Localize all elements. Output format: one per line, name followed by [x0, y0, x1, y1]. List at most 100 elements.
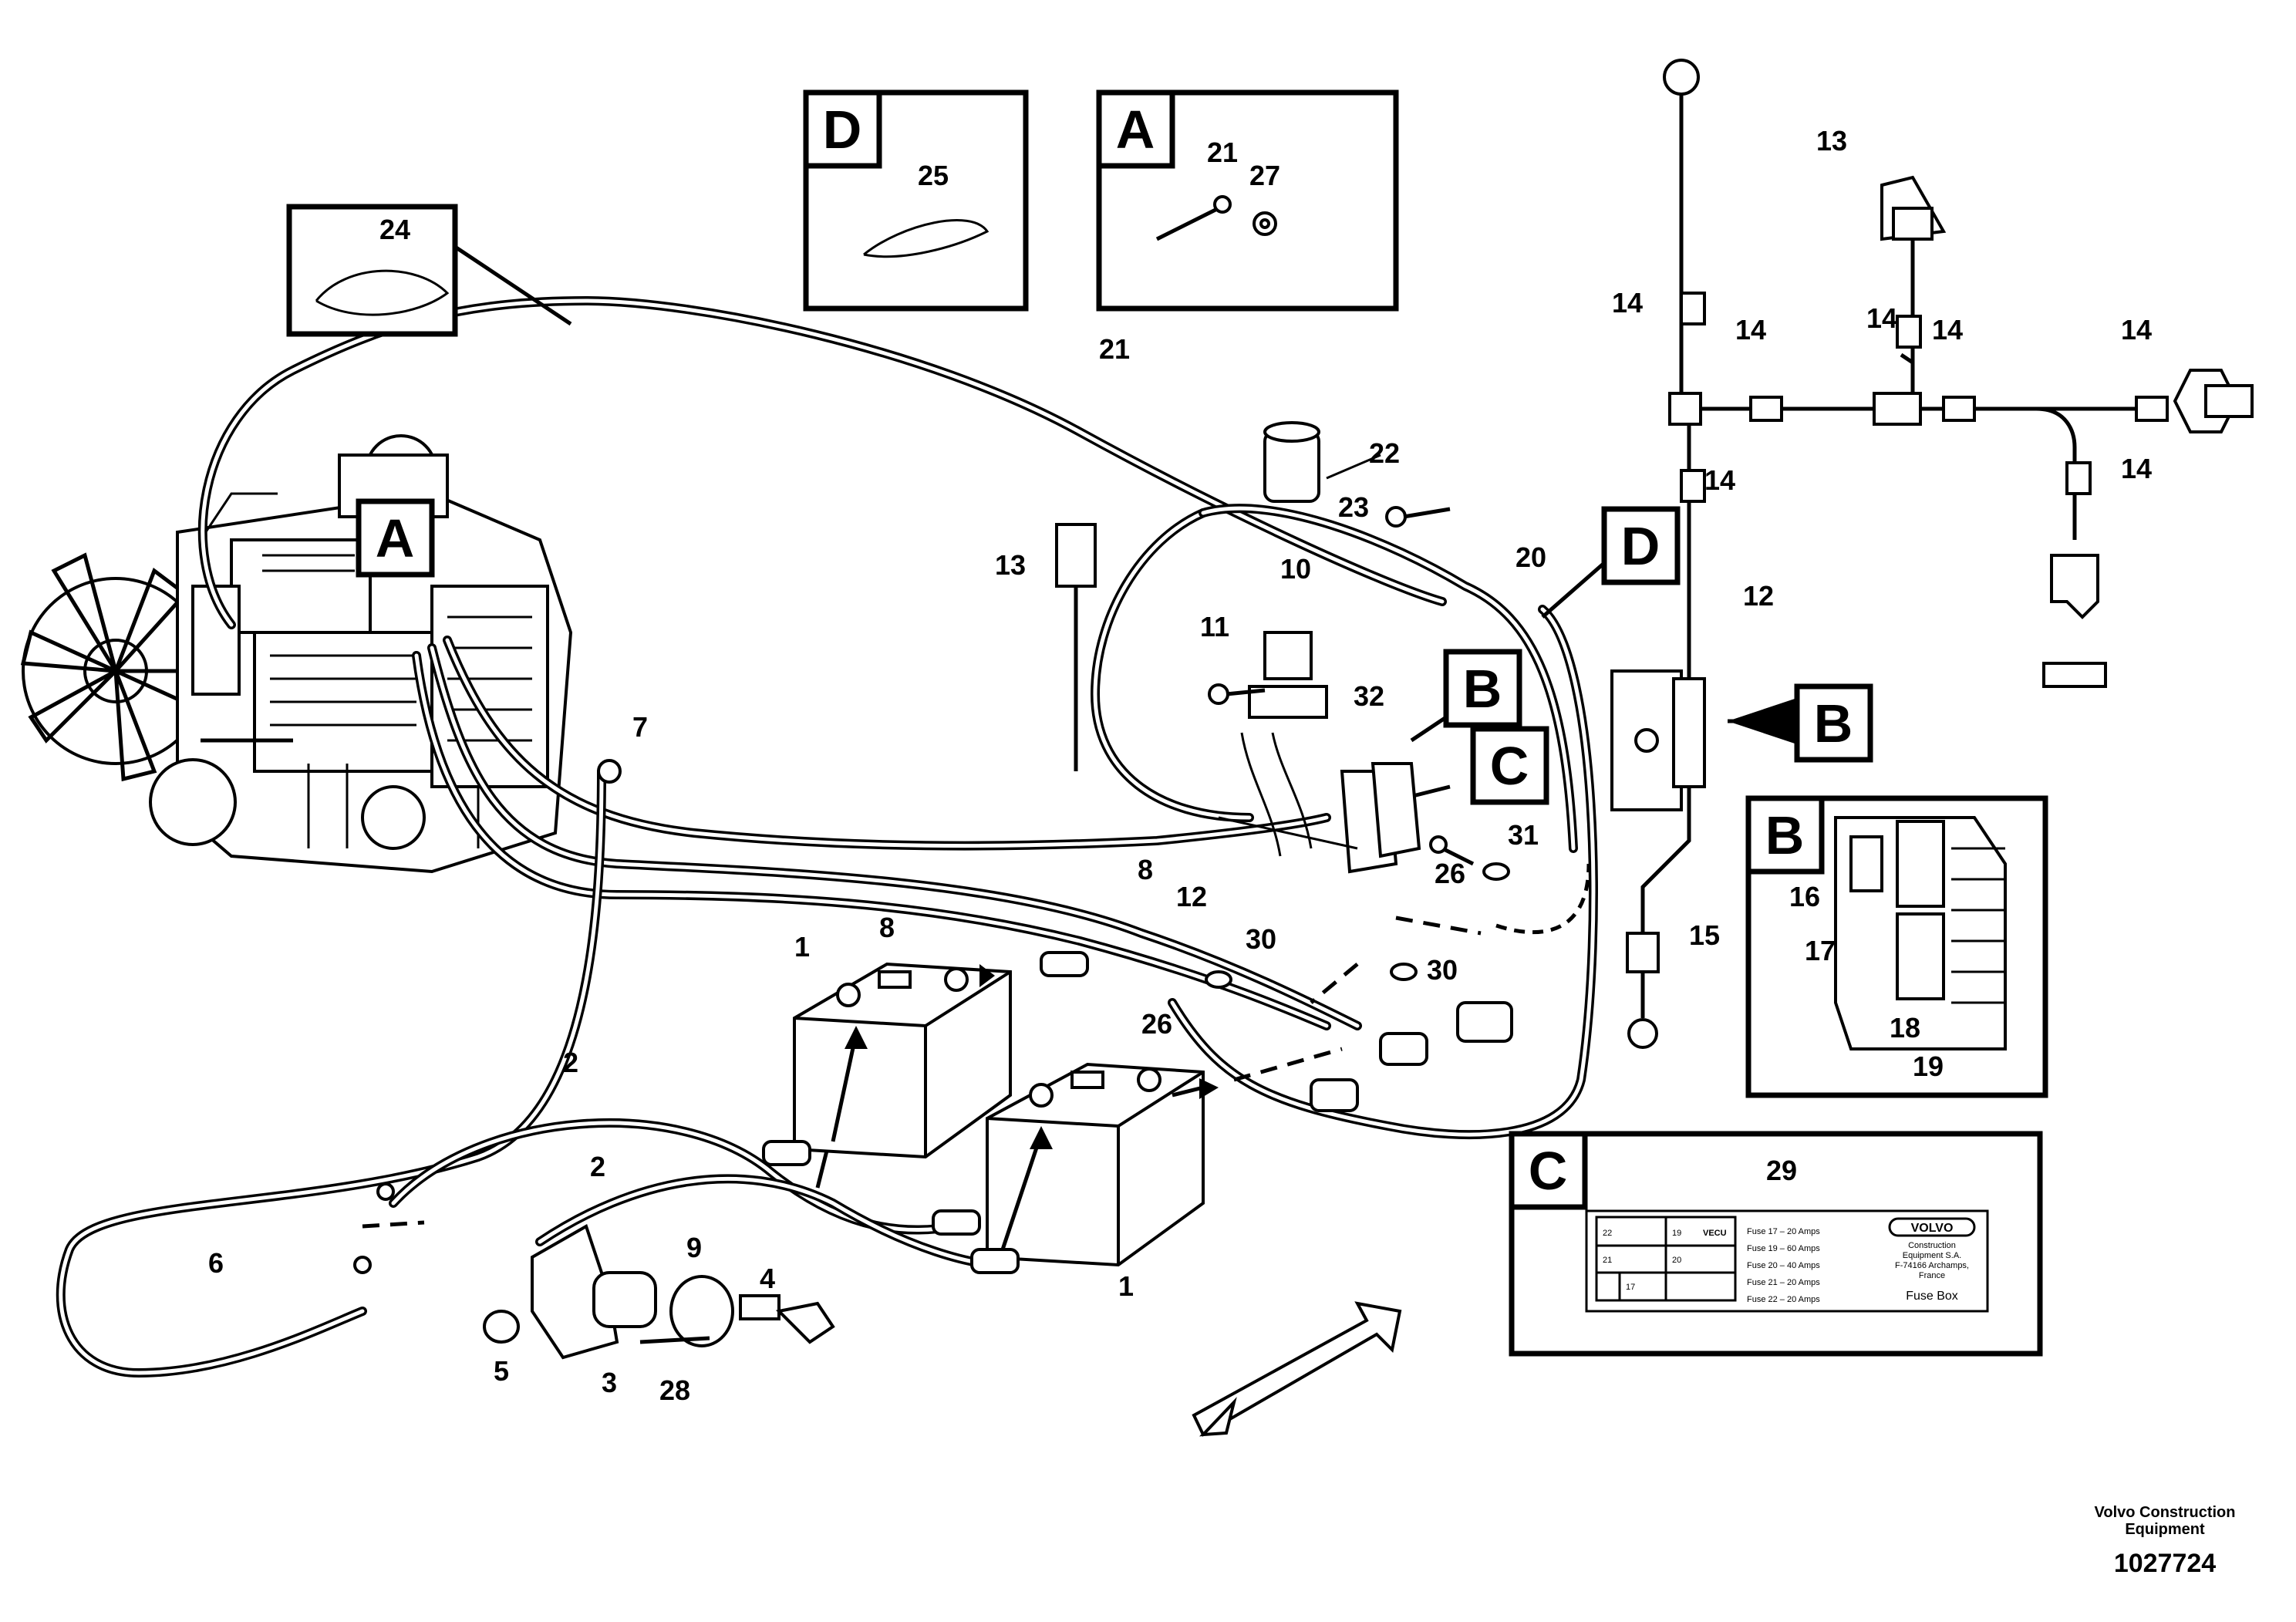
schematic-right: [1610, 59, 2254, 1049]
callout-20: 20: [1515, 541, 1546, 573]
detail-letter-c-harness: C: [1490, 736, 1529, 796]
screw-11: [1208, 683, 1266, 705]
callout-32: 32: [1354, 680, 1384, 712]
callout-21: 21: [1099, 333, 1130, 365]
relay-10: [1248, 631, 1328, 719]
fuse-company-2: Equipment S.A.: [1903, 1251, 1961, 1260]
callout-3: 3: [602, 1367, 617, 1398]
callout-14-c: 14: [1735, 314, 1766, 346]
drawing-number: 1027724: [2113, 1549, 2217, 1578]
callout-18: 18: [1890, 1012, 1920, 1044]
callout-13-schematic: 13: [1816, 125, 1847, 157]
screw-31: [1429, 835, 1475, 866]
fuse-line-17: Fuse 17 – 20 Amps: [1747, 1227, 1820, 1236]
fuse-company-4: France: [1919, 1271, 1945, 1280]
callout-30-right: 30: [1427, 954, 1458, 986]
fuse-cell-21: 21: [1603, 1256, 1612, 1265]
screw-23: [1385, 506, 1451, 528]
callout-14-d: 14: [1932, 314, 1963, 346]
engine: [20, 434, 573, 874]
fuse-line-19: Fuse 19 – 60 Amps: [1747, 1244, 1820, 1253]
detail-letter-b-box: B: [1765, 805, 1805, 865]
callout-2-lower: 2: [590, 1151, 605, 1182]
callout-14-g: 14: [2121, 453, 2152, 484]
wire-loop-20: [1091, 504, 1598, 1140]
detail-box-D: [803, 89, 1029, 312]
fuse-line-20: Fuse 20 – 40 Amps: [1747, 1261, 1820, 1270]
callout-14-e: 14: [2121, 314, 2152, 346]
callout-12-schematic: 12: [1743, 580, 1774, 612]
terminal-clamps: [353, 759, 1513, 1274]
fuse-brand: VOLVO: [1911, 1222, 1954, 1235]
fuse-cell-19: 19: [1672, 1229, 1681, 1238]
callout-25: 25: [918, 160, 949, 191]
callout-31: 31: [1508, 819, 1539, 851]
fuse-line-22: Fuse 22 – 20 Amps: [1747, 1295, 1820, 1304]
sensor-22: [1263, 421, 1381, 503]
detail-letter-b-schematic: B: [1814, 693, 1853, 754]
engine-fan: [20, 552, 211, 782]
callout-14-b: 14: [1866, 302, 1897, 334]
fuse-company-3: F-74166 Archamps,: [1895, 1261, 1969, 1270]
washers-26: [1205, 862, 1510, 989]
callout-6: 6: [208, 1247, 224, 1279]
detail-box-B: [1745, 795, 2048, 1098]
detail-letter-a-box: A: [1116, 99, 1155, 160]
callout-14-a: 14: [1612, 287, 1643, 319]
detail-letter-d-harness: D: [1621, 516, 1660, 576]
battery-lower: [986, 1062, 1205, 1267]
callout-21-detail: 21: [1207, 137, 1238, 168]
detail-box-A: [1096, 89, 1399, 312]
callout-11: 11: [1200, 611, 1229, 642]
callouts: 1 1 2 2 3 4 5 6 7 8 8 9 10 11 12 12 13 1…: [208, 125, 2152, 1406]
callout-26-left: 26: [1141, 1008, 1172, 1040]
fuse-line-21: Fuse 21 – 20 Amps: [1747, 1278, 1820, 1287]
callout-5: 5: [494, 1355, 509, 1387]
callout-1-upper: 1: [794, 931, 810, 963]
dashed-links: [362, 863, 1591, 1229]
battery-switch: [483, 1224, 835, 1360]
callout-29: 29: [1766, 1155, 1797, 1186]
letter-labels: D A B C A D B C B: [356, 99, 1873, 1201]
callout-10: 10: [1280, 553, 1311, 585]
battery-upper: [793, 962, 1012, 1159]
fuse-cell-vecu: VECU: [1703, 1229, 1727, 1238]
callout-26-right: 26: [1435, 858, 1465, 889]
callout-13-center: 13: [995, 549, 1026, 581]
callout-2-upper: 2: [563, 1047, 578, 1078]
fuse-company-1: Construction: [1908, 1241, 1956, 1250]
footer-company-line2: Equipment: [2125, 1521, 2205, 1538]
fuse-cell-22: 22: [1603, 1229, 1612, 1238]
detail-letter-d-box: D: [823, 99, 862, 160]
footer-company: Volvo Construction Equipment: [2080, 1504, 2250, 1538]
connector-13-small: [1055, 523, 1097, 771]
battery-arrows: [831, 964, 1219, 1250]
engine-block: [149, 434, 573, 874]
callout-28: 28: [659, 1374, 690, 1406]
fuse-cell-20: 20: [1672, 1256, 1681, 1265]
callout-7: 7: [632, 711, 648, 743]
callout-30-left: 30: [1246, 923, 1276, 955]
callout-16: 16: [1789, 881, 1820, 912]
callout-1-lower: 1: [1118, 1270, 1134, 1302]
callout-22: 22: [1369, 437, 1400, 469]
callout-12-center: 12: [1176, 881, 1207, 912]
callout-4: 4: [760, 1263, 775, 1294]
detail-box-24: [286, 204, 458, 337]
fuse-cell-17: 17: [1626, 1283, 1635, 1292]
detail-letter-a-engine: A: [376, 508, 415, 568]
callout-8-left: 8: [879, 912, 895, 943]
detail-letter-b-harness: B: [1463, 659, 1502, 719]
callout-19: 19: [1913, 1050, 1944, 1082]
callout-9: 9: [686, 1232, 702, 1263]
callout-14-f: 14: [1704, 464, 1735, 496]
callout-17: 17: [1805, 935, 1836, 966]
fuse-box-title: Fuse Box: [1906, 1290, 1958, 1303]
callout-27: 27: [1249, 160, 1280, 191]
callout-23: 23: [1338, 491, 1369, 523]
fuse-label: 22 19 VECU 21 20 17 Fuse 17 – 20 Amps Fu…: [1603, 1217, 1976, 1304]
callout-24: 24: [379, 214, 410, 245]
callout-15: 15: [1689, 919, 1720, 951]
detail-box-C: [1509, 1131, 2043, 1357]
